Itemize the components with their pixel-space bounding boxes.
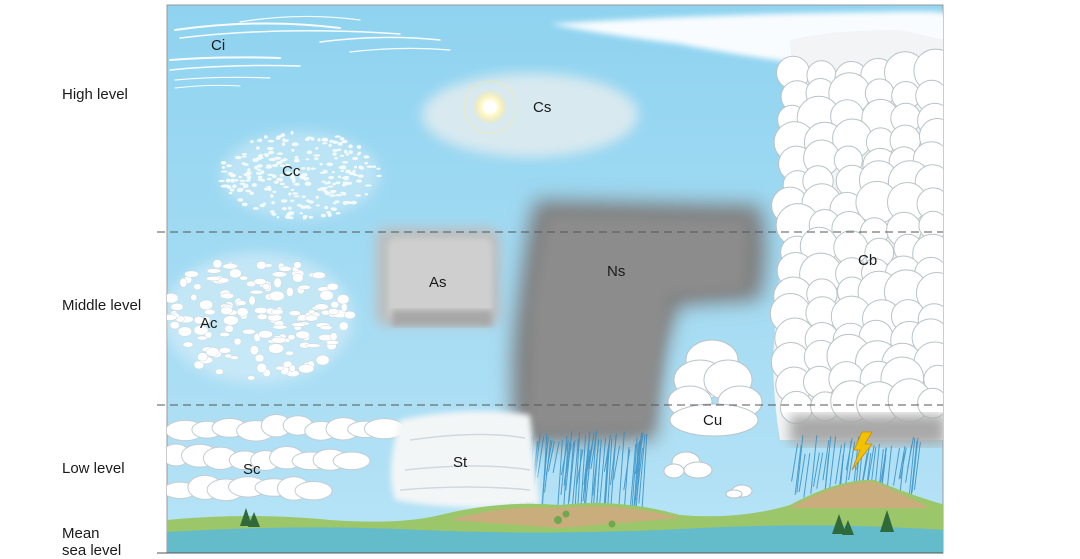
cloud-label-st: St: [453, 454, 468, 471]
cirrostratus-cloud: [422, 73, 638, 157]
cloud-label-ns: Ns: [607, 263, 625, 280]
cloud-label-as: As: [429, 274, 447, 291]
cloud-label-ac: Ac: [200, 315, 218, 332]
cloud-label-sc: Sc: [243, 461, 261, 478]
cloud-label-cc: Cc: [282, 163, 301, 180]
cloud-label-cb: Cb: [858, 252, 877, 269]
cloud-label-cs: Cs: [533, 99, 551, 116]
cloud-label-ci: Ci: [211, 37, 225, 54]
cloud-label-cu: Cu: [703, 412, 722, 429]
